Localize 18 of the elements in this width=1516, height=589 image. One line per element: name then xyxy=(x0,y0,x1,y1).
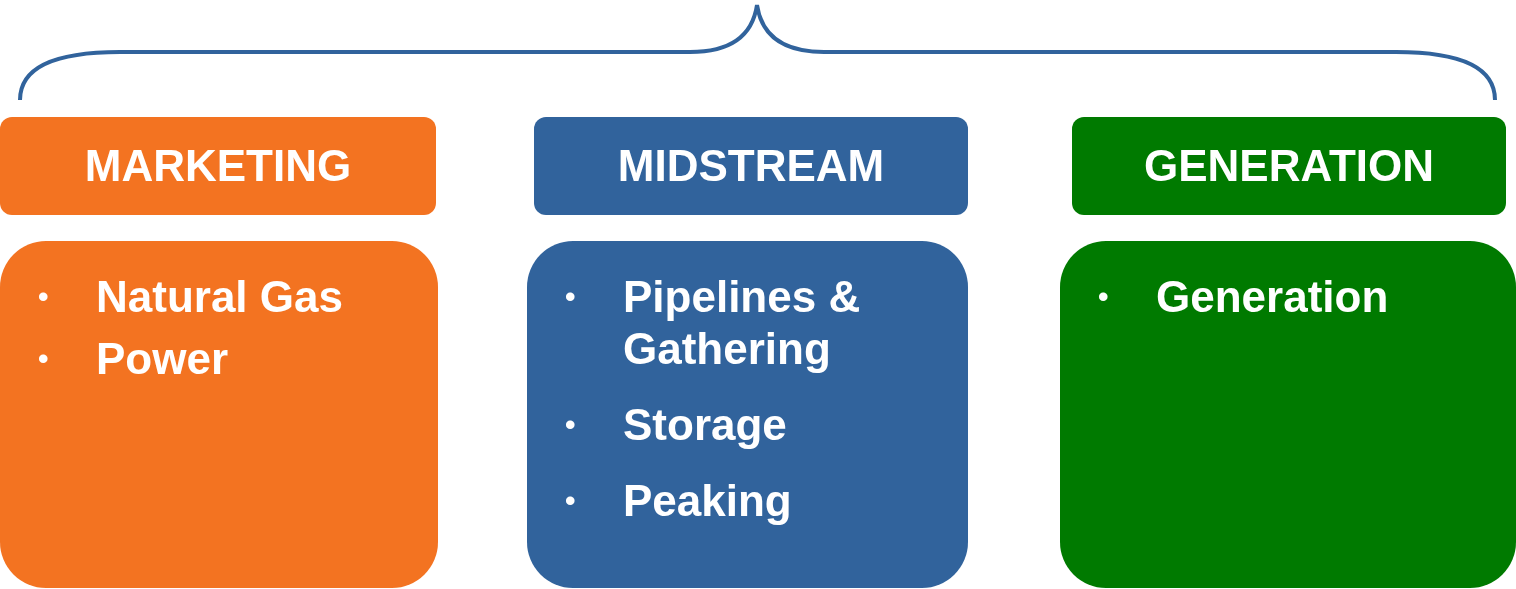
bullet-mark: • xyxy=(1098,279,1109,315)
bullet-mark: • xyxy=(565,407,576,443)
category-card xyxy=(1060,241,1516,588)
category-header: GENERATION xyxy=(1072,117,1506,215)
bullet-item: Storage xyxy=(623,400,787,449)
category-card xyxy=(527,241,968,588)
bullet-mark: • xyxy=(38,279,49,315)
category-header: MARKETING xyxy=(0,117,436,215)
category-card xyxy=(0,241,438,588)
bullet-item: Peaking xyxy=(623,476,792,525)
bullet-item: Generation xyxy=(1156,272,1389,321)
category-header: MIDSTREAM xyxy=(534,117,968,215)
bullet-item: Pipelines & Gathering xyxy=(623,272,861,373)
bullet-item: Power xyxy=(96,334,229,383)
bullet-mark: • xyxy=(565,279,576,315)
bullet-item: Natural Gas xyxy=(96,272,343,321)
bullet-mark: • xyxy=(38,341,49,377)
bullet-mark: • xyxy=(565,483,576,519)
